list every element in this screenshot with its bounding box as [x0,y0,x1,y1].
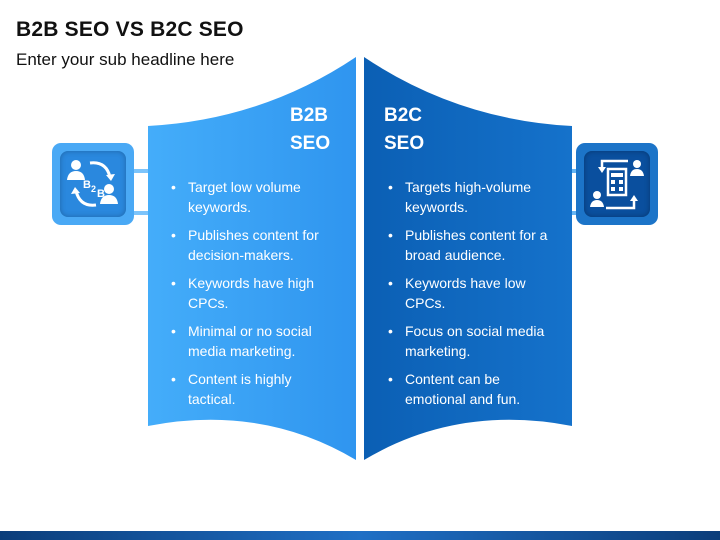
svg-text:2: 2 [91,184,96,194]
b2b-bullet: Target low volume keywords. [170,178,340,217]
b2b-bullet: Content is highly tactical. [170,370,340,409]
b2b-bullet: Publishes content for decision-makers. [170,226,340,265]
b2c-icon-box [576,143,658,225]
b2b-bullet-list: Target low volume keywords. Publishes co… [170,178,340,418]
b2b-heading-line2: SEO [290,133,331,154]
b2b-heading: B2B SEO [290,102,330,158]
b2c-bullet: Keywords have low CPCs. [387,274,557,313]
b2b-bullet: Keywords have high CPCs. [170,274,340,313]
b2b-people-exchange-icon: B 2 B [60,151,126,217]
b2c-heading-line1: B2C [384,105,423,126]
b2c-shop-customers-icon [584,151,650,217]
b2c-bullet-list: Targets high-volume keywords. Publishes … [387,178,557,418]
bottom-accent-bar [0,531,720,540]
b2c-heading-line2: SEO [384,133,425,154]
svg-text:B: B [83,179,91,191]
b2c-heading: B2C SEO [384,102,424,158]
b2b-bullet: Minimal or no social media marketing. [170,322,340,361]
page-title: B2B SEO VS B2C SEO [16,18,244,41]
page-subtitle: Enter your sub headline here [16,50,235,69]
b2c-bullet: Publishes content for a broad audience. [387,226,557,265]
b2c-bullet: Content can be emotional and fun. [387,370,557,409]
b2b-heading-line1: B2B [290,105,329,126]
b2c-bullet: Targets high-volume keywords. [387,178,557,217]
b2c-bullet: Focus on social media marketing. [387,322,557,361]
b2b-icon-box: B 2 B [52,143,134,225]
svg-text:B: B [97,188,105,200]
